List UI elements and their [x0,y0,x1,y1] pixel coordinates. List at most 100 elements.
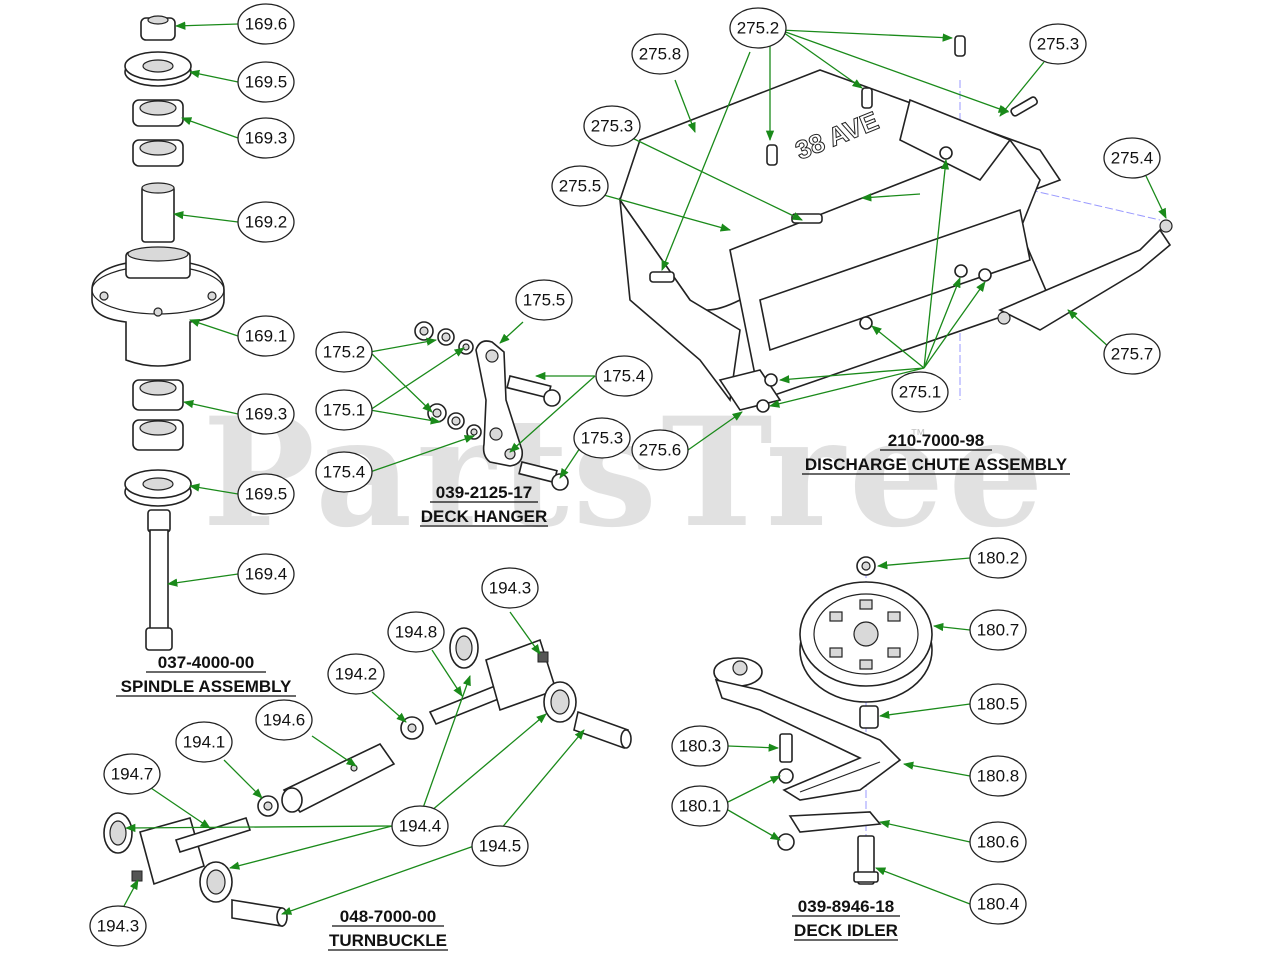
callout-bubble[interactable]: 194.7 [103,753,161,795]
part-275-1-nuts[interactable] [756,146,992,413]
part-180-5-spacer[interactable] [859,705,879,729]
svg-text:169.4: 169.4 [245,565,288,584]
spindle-assembly-drawing [91,15,225,651]
caption-discharge-chute[interactable]: 210-7000-98 DISCHARGE CHUTE ASSEMBLY [802,431,1070,475]
svg-text:194.5: 194.5 [479,837,522,856]
part-169-5-bottom[interactable] [124,469,192,507]
callout-bubble[interactable]: 275.7 [1103,333,1161,375]
callout-bubble[interactable]: 275.8 [631,33,689,75]
part-175-4-bolt-upper[interactable] [506,375,561,407]
part-194-7-rod[interactable] [174,817,252,853]
callout-bubble[interactable]: 180.2 [969,537,1027,579]
callout-bubble[interactable]: 180.5 [969,683,1027,725]
callout-bubble[interactable]: 169.1 [237,315,295,357]
part-169-6[interactable] [140,15,176,41]
part-169-4[interactable] [145,509,173,651]
callout-bubble[interactable]: 194.5 [471,825,529,867]
svg-text:275.6: 275.6 [639,441,682,460]
part-180-2-nut[interactable] [856,556,876,576]
svg-text:275.7: 275.7 [1111,345,1154,364]
callout-bubble[interactable]: 275.4 [1103,137,1161,179]
part-180-3-bolt[interactable] [779,733,793,763]
svg-text:275.3: 275.3 [1037,35,1080,54]
chute-part-number: 210-7000-98 [888,431,984,450]
idler-name: DECK IDLER [794,921,898,940]
svg-text:180.4: 180.4 [977,895,1020,914]
callout-bubble[interactable]: 180.3 [671,725,729,767]
part-180-1-nuts[interactable] [777,768,795,851]
part-194-1-nut[interactable] [257,795,279,817]
part-194-5-sleeve-left[interactable] [231,899,288,927]
callout-bubble[interactable]: 194.3 [89,905,147,947]
svg-text:194.4: 194.4 [399,817,442,836]
callout-bubble[interactable]: 180.8 [969,755,1027,797]
callout-bubble[interactable]: 180.4 [969,883,1027,925]
part-275-7-bracket[interactable] [718,98,1173,411]
callout-bubble[interactable]: 169.6 [237,3,295,45]
part-180-7-pulley[interactable] [799,581,933,703]
callout-bubble[interactable]: 169.5 [237,61,295,103]
callout-bubble[interactable]: 275.3 [1029,23,1087,65]
callout-bubble[interactable]: 175.5 [515,279,573,321]
assembly-captions: 037-4000-00 SPINDLE ASSEMBLY 039-2125-17… [116,431,1070,951]
part-194-5-sleeve-right[interactable] [573,710,632,750]
callout-bubble[interactable]: 194.6 [255,699,313,741]
callout-bubble[interactable]: 194.3 [481,567,539,609]
part-180-8-arm[interactable] [713,657,902,801]
svg-text:275.1: 275.1 [899,383,942,402]
callout-bubble[interactable]: 175.4 [595,355,653,397]
part-275-3-screws[interactable] [791,96,1038,224]
part-175-5[interactable] [475,340,524,467]
part-169-1[interactable] [91,246,225,367]
callout-bubble[interactable]: 175.4 [315,451,373,493]
callout-bubble[interactable]: 175.3 [573,417,631,459]
callout-bubble[interactable]: 169.5 [237,473,295,515]
callout-bubble[interactable]: 194.8 [387,611,445,653]
part-169-2[interactable] [141,182,175,243]
part-180-4-bolt[interactable] [853,835,879,885]
deck-idler-drawing [713,556,933,885]
callout-bubble[interactable]: 275.5 [551,165,609,207]
part-194-7-collar[interactable] [103,812,133,854]
caption-spindle-assembly[interactable]: 037-4000-00 SPINDLE ASSEMBLY [116,653,296,697]
svg-text:275.2: 275.2 [737,19,780,38]
callout-bubble[interactable]: 194.2 [327,653,385,695]
callout-bubble[interactable]: 169.2 [237,201,295,243]
callout-bubble[interactable]: 180.7 [969,609,1027,651]
caption-deck-idler[interactable]: 039-8946-18 DECK IDLER [792,897,900,941]
callout-bubble[interactable]: 175.1 [315,389,373,431]
callout-bubble[interactable]: 169.4 [237,553,295,595]
svg-text:180.6: 180.6 [977,833,1020,852]
part-175-2-upper[interactable] [414,321,474,355]
callout-bubble[interactable]: 180.6 [969,821,1027,863]
svg-text:275.5: 275.5 [559,177,602,196]
callout-bubble[interactable]: 275.1 [891,371,949,413]
part-169-5-top[interactable] [124,51,192,87]
svg-text:194.3: 194.3 [489,579,532,598]
callout-bubble[interactable]: 169.3 [237,117,295,159]
callout-bubble[interactable]: 175.2 [315,331,373,373]
part-169-3-top-a[interactable] [132,99,184,127]
svg-text:175.2: 175.2 [323,343,366,362]
part-169-3-bottom-b[interactable] [132,419,184,451]
part-275-2-pins[interactable] [649,35,966,283]
callout-bubble[interactable]: 194.4 [391,805,449,847]
part-169-3-bottom-a[interactable] [132,379,184,411]
turnbuckle-part-number: 048-7000-00 [340,907,436,926]
svg-text:194.6: 194.6 [263,711,306,730]
caption-turnbuckle[interactable]: 048-7000-00 TURNBUCKLE [328,907,448,951]
callout-bubble[interactable]: 275.3 [583,105,641,147]
svg-text:275.8: 275.8 [639,45,682,64]
callout-bubble[interactable]: 169.3 [237,393,295,435]
svg-text:169.3: 169.3 [245,405,288,424]
part-194-4-block-left[interactable] [139,817,233,903]
svg-text:169.2: 169.2 [245,213,288,232]
svg-text:275.3: 275.3 [591,117,634,136]
part-169-3-top-b[interactable] [132,139,184,167]
callout-bubble[interactable]: 180.1 [671,785,729,827]
callout-bubble[interactable]: 275.2 [729,7,787,49]
callout-bubble[interactable]: 194.1 [175,721,233,763]
callout-bubble[interactable]: 275.6 [631,429,689,471]
caption-deck-hanger[interactable]: 039-2125-17 DECK HANGER [420,483,548,527]
